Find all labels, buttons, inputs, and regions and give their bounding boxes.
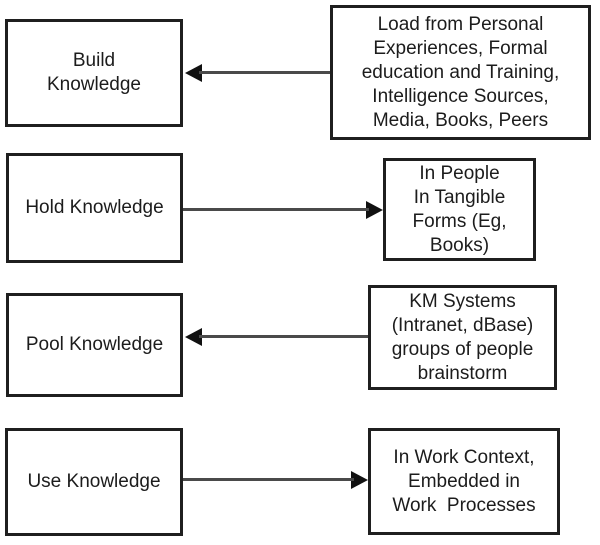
arrow-line bbox=[199, 71, 330, 74]
box-hold-knowledge: Hold Knowledge bbox=[6, 153, 183, 263]
arrowhead-icon bbox=[351, 471, 368, 489]
arrow-build bbox=[185, 64, 330, 82]
box-pool-systems: KM Systems (Intranet, dBase) groups of p… bbox=[368, 285, 557, 390]
arrow-line bbox=[199, 335, 368, 338]
arrow-line bbox=[183, 208, 369, 211]
box-build-sources: Load from Personal Experiences, Formal e… bbox=[330, 5, 591, 140]
arrow-hold bbox=[183, 201, 383, 219]
arrowhead-icon bbox=[185, 64, 202, 82]
arrow-pool bbox=[185, 328, 368, 346]
box-use-context: In Work Context, Embedded in Work Proces… bbox=[368, 428, 560, 535]
box-use-knowledge: Use Knowledge bbox=[5, 428, 183, 536]
box-hold-locations: In People In Tangible Forms (Eg, Books) bbox=[383, 158, 536, 261]
arrowhead-icon bbox=[185, 328, 202, 346]
arrow-line bbox=[183, 478, 354, 481]
arrow-use bbox=[183, 471, 368, 489]
arrowhead-icon bbox=[366, 201, 383, 219]
box-pool-knowledge: Pool Knowledge bbox=[6, 293, 183, 397]
box-build-knowledge: Build Knowledge bbox=[5, 19, 183, 127]
